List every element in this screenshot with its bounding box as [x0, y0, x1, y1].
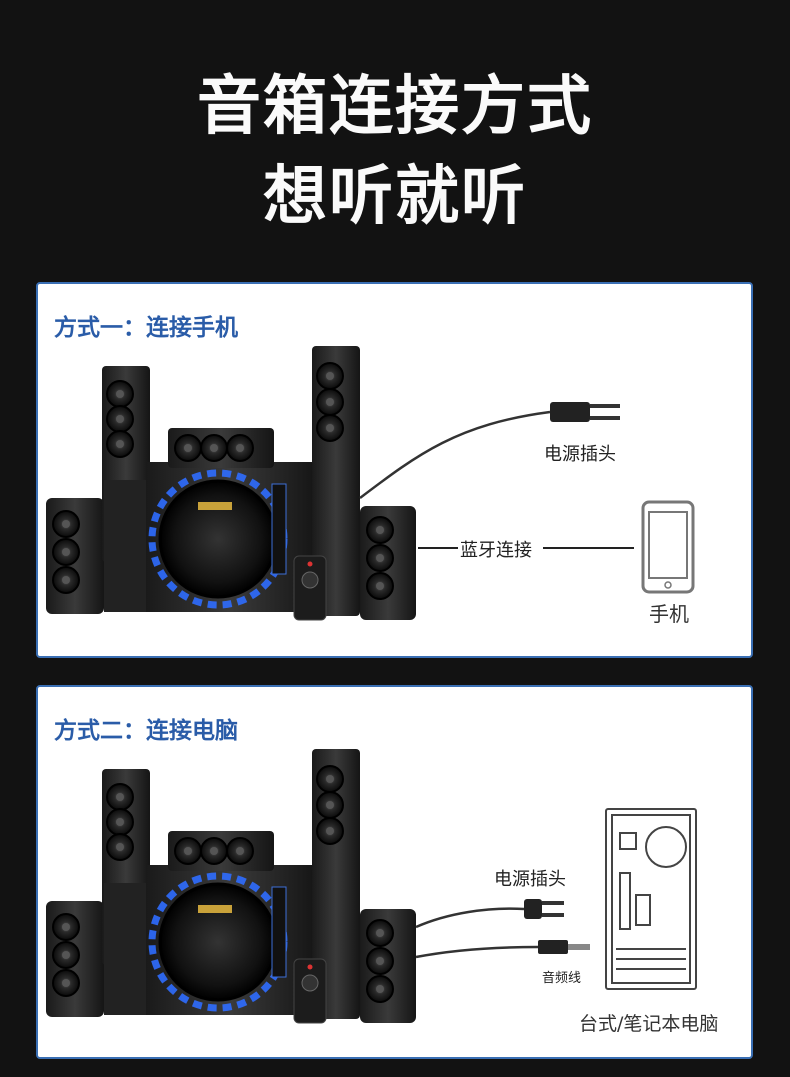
computer-tower-icon [605, 808, 697, 990]
connect-computer-panel: 方式二：连接电脑 电源插头 音频线 台式/笔记本电脑 [36, 685, 753, 1059]
computer-connection-diagram [415, 808, 697, 990]
power-cable-line [415, 907, 525, 929]
power-plug-label: 电源插头 [544, 444, 616, 465]
phone-label: 手机 [649, 602, 689, 626]
power-plug-icon [524, 899, 564, 919]
audio-cable-label: 音频线 [542, 971, 582, 986]
headline-line-2: 想听就听 [263, 160, 527, 234]
power-plug-icon [550, 402, 620, 422]
headline-line-1: 音箱连接方式 [197, 70, 593, 144]
bluetooth-label: 蓝牙连接 [460, 540, 532, 561]
power-cable-line [359, 410, 551, 499]
audio-jack-icon [538, 940, 590, 954]
method-1-title: 方式一：连接手机 [54, 315, 238, 341]
audio-cable-line [415, 945, 539, 959]
computer-label: 台式/笔记本电脑 [579, 1013, 719, 1035]
phone-connection-diagram [359, 402, 695, 594]
method-2-title: 方式二：连接电脑 [54, 718, 238, 744]
power-plug-label: 电源插头 [494, 869, 566, 890]
connect-phone-panel: 方式一：连接手机 电源插头 蓝牙连接 手机 [36, 282, 753, 658]
phone-icon [641, 500, 695, 594]
